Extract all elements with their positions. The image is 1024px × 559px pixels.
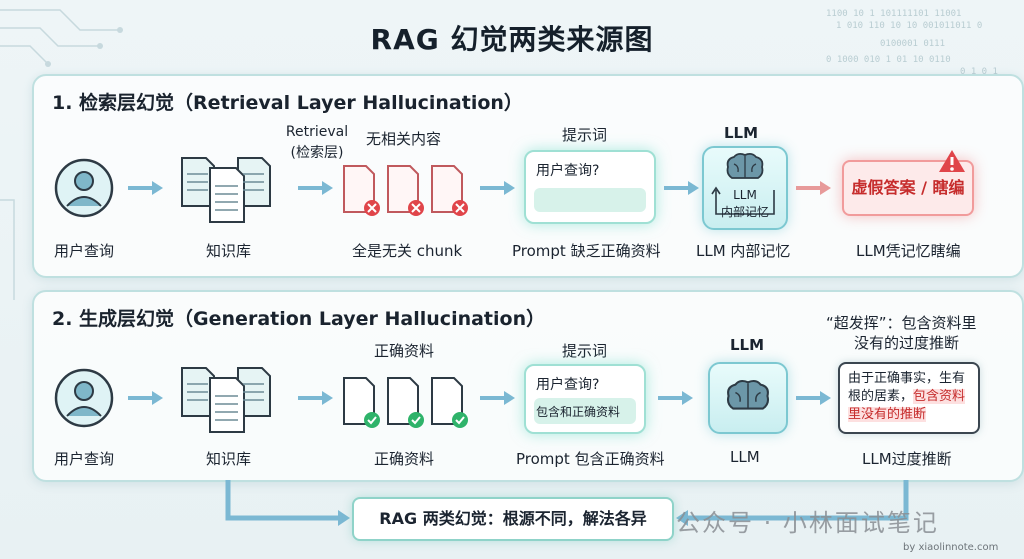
reason-line1: 由于正确事实，生有 (848, 371, 966, 386)
credit-text: by xiaolinnote.com (903, 542, 999, 553)
generation-layer-heading: 2. 生成层幻觉（Generation Layer Hallucination） (52, 308, 546, 330)
user-icon (54, 158, 114, 222)
summary-box: RAG 两类幻觉：根源不同，解法各异 (352, 497, 674, 541)
llm-inner-memory: 内部记忆 (720, 205, 769, 219)
knowledge-base-label: 知识库 (206, 450, 252, 468)
prompt-empty-content (534, 188, 646, 212)
arrow-icon (128, 391, 163, 405)
prompt-missing-label: Prompt 缺乏正确资料 (512, 242, 661, 260)
reason-line3-highlight: 里没有的推断 (848, 407, 927, 422)
prompt-header: 提示词 (562, 342, 608, 360)
correct-material-label: 正确资料 (374, 450, 435, 468)
arrow-icon (664, 181, 699, 195)
memory-loop-icon (711, 186, 775, 215)
over-inference-label: LLM过度推断 (862, 450, 952, 468)
no-relevant-content-label: 无相关内容 (366, 130, 442, 148)
irrelevant-chunks-icon (342, 164, 474, 224)
prompt-content-bar (534, 398, 636, 424)
prompt-box: 用户查询? 包含和正确资料 (524, 364, 646, 434)
brain-icon (726, 152, 764, 179)
prompt-content-text: 包含和正确资料 (536, 405, 621, 419)
warning-icon (939, 150, 965, 172)
arrow-icon (298, 391, 333, 405)
correct-chunks-icon (342, 376, 474, 436)
knowledge-base-documents-icon (180, 362, 276, 440)
watermark-text: 公众号 · 小林面试笔记 (676, 509, 939, 537)
fake-answer-text: 虚假答案 / 瞎编 (851, 178, 965, 197)
retrieval-label: Retrieval (285, 124, 349, 140)
retrieval-layer-heading: 1. 检索层幻觉（Retrieval Layer Hallucination） (52, 92, 523, 114)
over-inference-callout-line2: 没有的过度推断 (854, 334, 960, 352)
brain-icon (726, 379, 770, 410)
irrelevant-chunks-label: 全是无关 chunk (352, 242, 463, 260)
prompt-contains-label: Prompt 包含正确资料 (516, 450, 665, 468)
page-title: RAG 幻觉两类来源图 (370, 23, 654, 56)
arrow-icon (480, 181, 515, 195)
arrow-icon (796, 181, 831, 195)
user-query-label: 用户查询 (54, 450, 115, 468)
llm-header: LLM (724, 124, 759, 142)
llm-label: LLM (730, 448, 760, 466)
knowledge-base-label: 知识库 (206, 242, 252, 260)
reason-line2b-highlight: 包含资料 (913, 389, 966, 404)
llm-header: LLM (730, 336, 765, 354)
over-inference-callout-line1: “超发挥”：包含资料里 (826, 314, 977, 332)
retrieval-layer-panel: 1. 检索层幻觉（Retrieval Layer Hallucination） … (32, 74, 1024, 278)
fabricate-label: LLM凭记忆瞎编 (856, 242, 961, 260)
generation-layer-panel: 2. 生成层幻觉（Generation Layer Hallucination）… (32, 290, 1024, 482)
arrow-icon (480, 391, 515, 405)
retrieval-sublabel: (检索层) (290, 145, 344, 161)
llm-memory-box: LLM 内部记忆 (702, 146, 788, 230)
prompt-box: 用户查询? (524, 150, 656, 224)
llm-memory-label: LLM 内部记忆 (696, 242, 791, 260)
prompt-query-text: 用户查询? (536, 377, 600, 393)
llm-box (708, 362, 788, 434)
summary-text: RAG 两类幻觉：根源不同，解法各异 (379, 509, 647, 528)
arrow-icon (128, 181, 163, 195)
prompt-query-text: 用户查询? (536, 163, 600, 179)
arrow-icon (298, 181, 333, 195)
arrow-icon (796, 391, 831, 405)
llm-inner-title: LLM (733, 188, 757, 202)
user-icon (54, 368, 114, 432)
correct-material-header: 正确资料 (374, 342, 435, 360)
user-query-label: 用户查询 (54, 242, 115, 260)
reason-line2a: 根的居素， (848, 389, 914, 404)
prompt-header: 提示词 (562, 126, 608, 144)
knowledge-base-documents-icon (180, 152, 276, 230)
arrow-icon (658, 391, 693, 405)
over-inference-box: 由于正确事实，生有 根的居素，包含资料 里没有的推断 (838, 362, 980, 434)
